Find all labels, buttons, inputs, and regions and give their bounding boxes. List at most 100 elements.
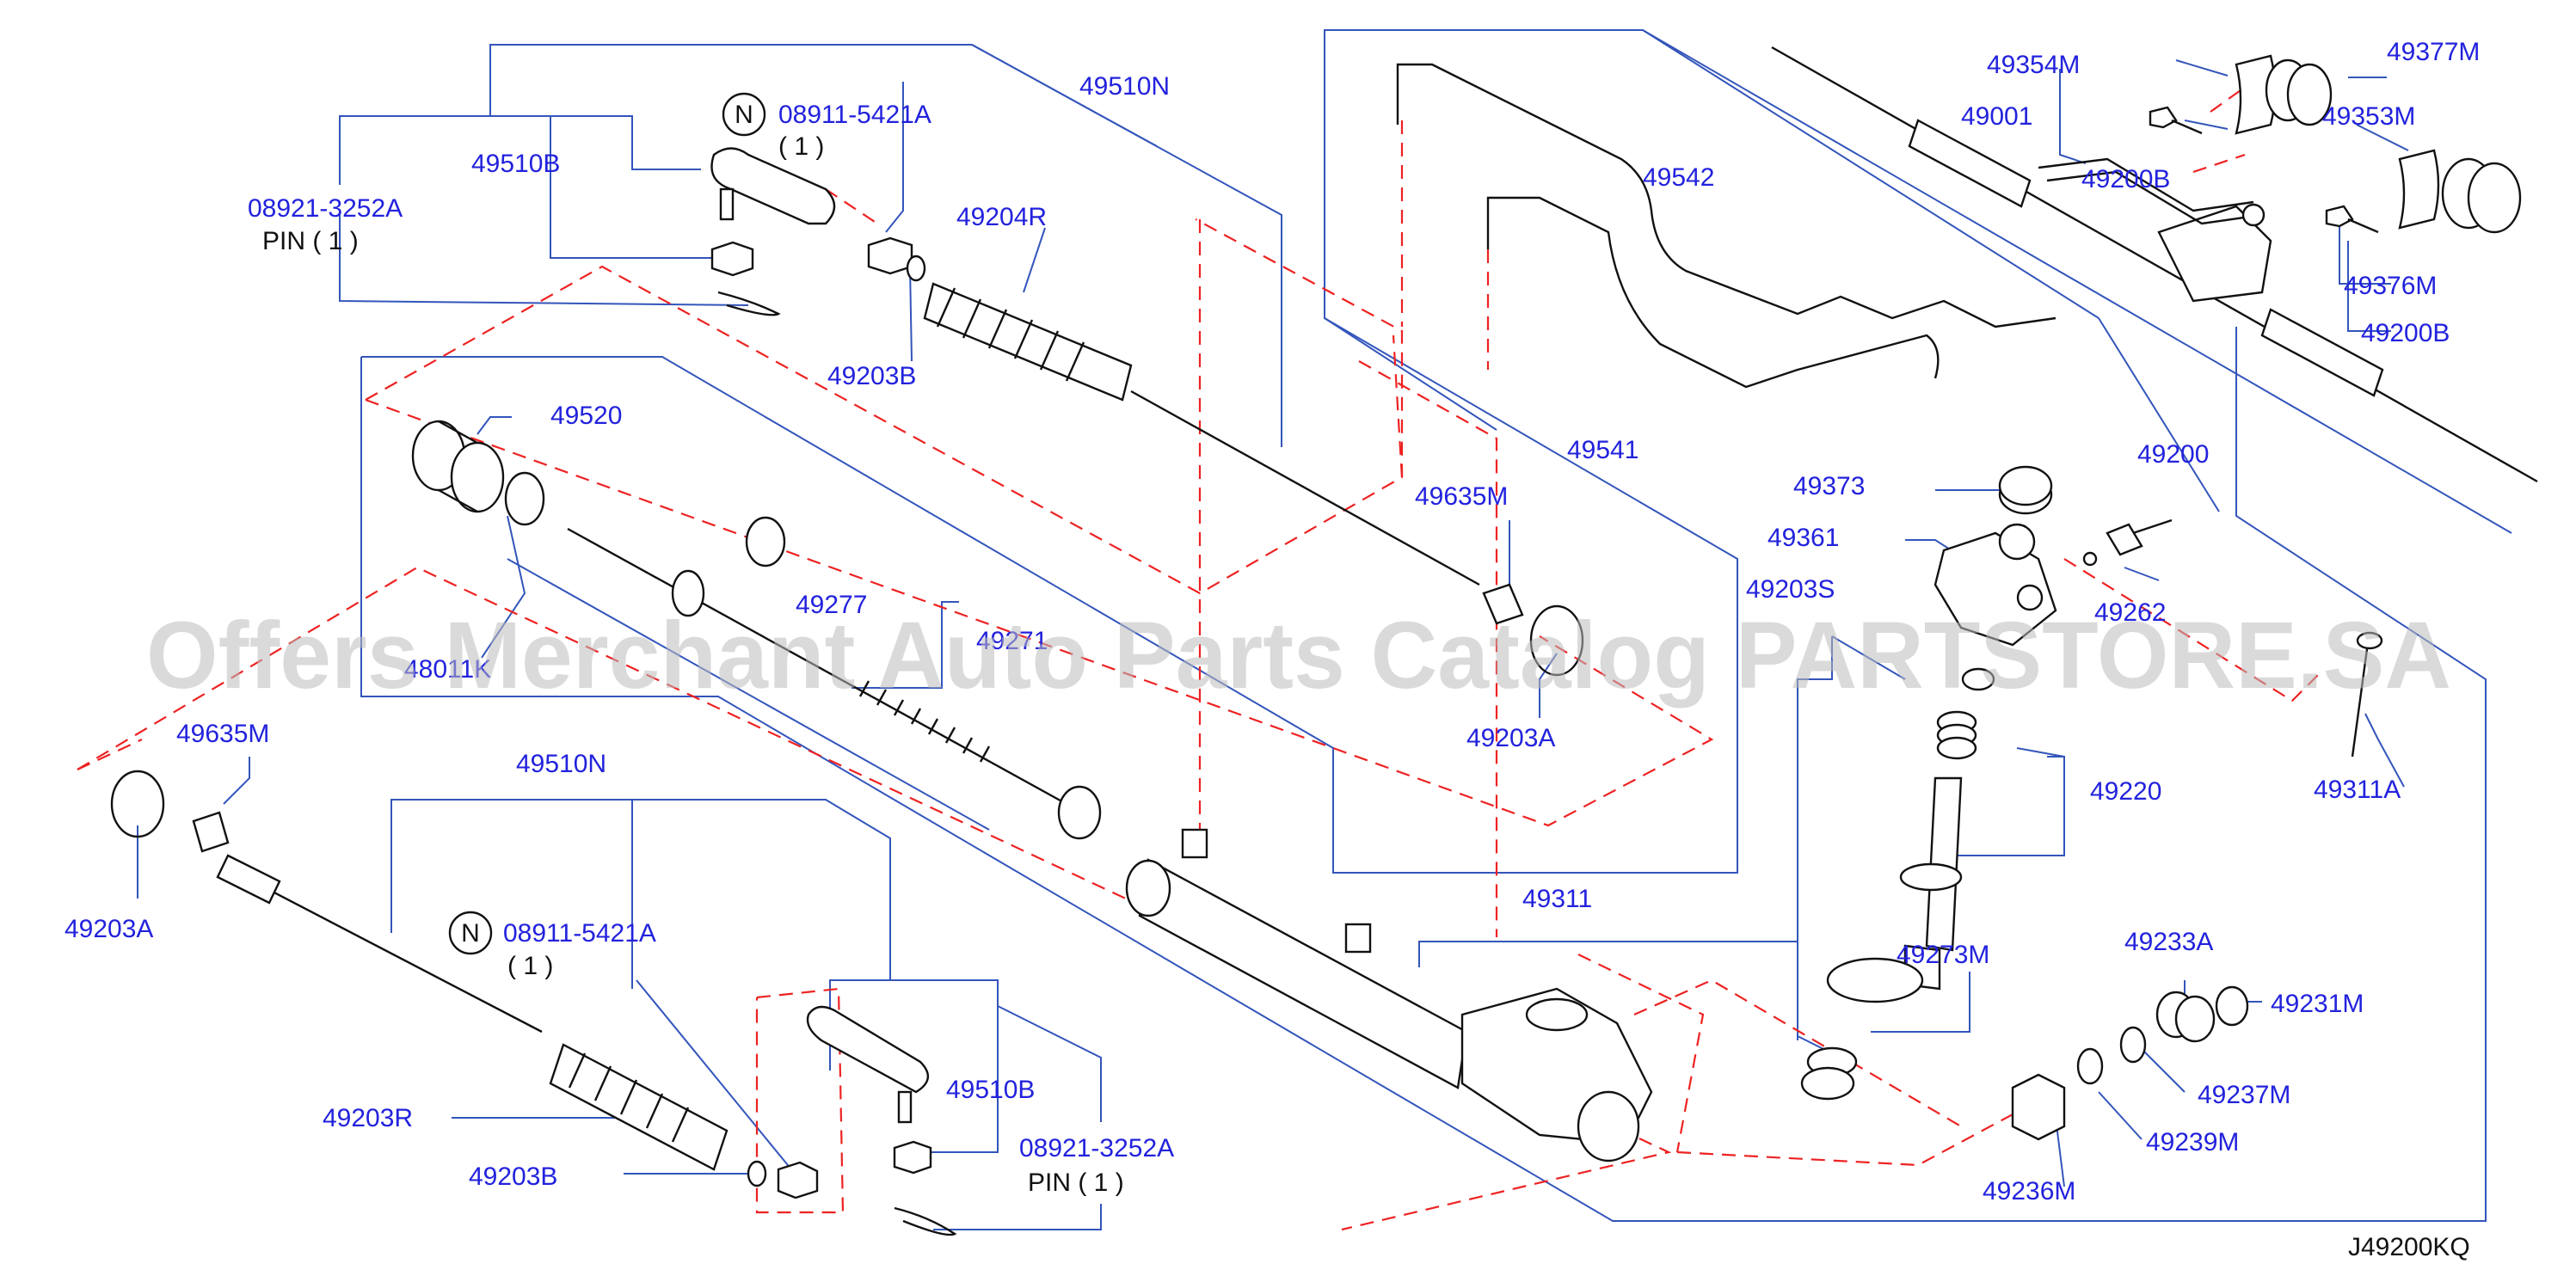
leader [997, 1005, 1102, 1122]
svg-text:N: N [461, 919, 480, 948]
rack-assembly-49001 [1771, 46, 2538, 483]
seal-49271 [1057, 785, 1102, 840]
union-bolt-49262 [2082, 518, 2173, 567]
seal-49203S [1961, 667, 1995, 691]
adjuster-49311A [2351, 631, 2383, 758]
cotter-pin-top [717, 291, 781, 316]
n-symbol-top: N [722, 92, 766, 137]
leader [2347, 241, 2391, 332]
dashed-guide [365, 398, 1714, 827]
dashed-guide [825, 188, 878, 224]
label-49541: 49541 [1567, 436, 1638, 464]
label-49361: 49361 [1768, 524, 1839, 552]
label-49354M: 49354M [1987, 51, 2080, 79]
label-49373: 49373 [1793, 472, 1865, 500]
clip-49203A-mid [1529, 604, 1584, 677]
nut-top [710, 241, 754, 277]
seal-rings-49220 [1936, 710, 1977, 760]
dashed-guide [1392, 334, 1404, 478]
label-qty-top: ( 1 ) [778, 132, 824, 161]
label-49311A: 49311A [2314, 776, 2401, 804]
pinion-shaft [1899, 776, 1963, 991]
sleeve-49236M [2011, 1073, 2066, 1141]
label-08921-bottom: 08921-3252A [1019, 1134, 1174, 1163]
label-pin-top: PIN ( 1 ) [262, 227, 359, 255]
leader [1935, 756, 2065, 856]
clip-49203A-left [110, 770, 165, 838]
leader [1831, 635, 1906, 680]
label-49203A-left: 49203A [65, 915, 153, 943]
bushing-49376M [2441, 157, 2522, 234]
gear-housing-49311 [1125, 828, 1653, 1163]
leader [1642, 29, 2100, 319]
label-49311: 49311 [1522, 885, 1592, 913]
leader [636, 979, 792, 1170]
leader [851, 601, 959, 689]
frame-rack [361, 29, 2512, 874]
ring-top [906, 255, 926, 282]
leader [1871, 972, 1970, 1033]
rack-bar [567, 527, 1067, 806]
leader [2184, 120, 2229, 130]
label-49635M-left: 49635M [176, 720, 269, 748]
label-49203R: 49203R [323, 1104, 413, 1132]
leader [971, 44, 1158, 147]
valve-housing-49361 [1934, 523, 2057, 647]
label-49200B-top: 49200B [2081, 165, 2170, 193]
dashed-guide [77, 566, 1672, 1231]
frame-housing-left [360, 327, 2487, 1222]
label-49220: 49220 [2090, 777, 2161, 806]
label-49200: 49200 [2137, 440, 2209, 469]
frame-49510N-bottom [390, 799, 891, 980]
label-49353M: 49353M [2322, 102, 2415, 131]
tie-rod-bottom [216, 854, 543, 1034]
leader [933, 1204, 1102, 1230]
label-49204R: 49204R [956, 203, 1047, 231]
dashed-guide [1358, 360, 1498, 937]
label-49239M: 49239M [2146, 1128, 2239, 1156]
leader [339, 215, 749, 306]
label-49510N-top: 49510N [1079, 72, 1170, 101]
dashed-guide [1633, 978, 1962, 1127]
leader [885, 82, 904, 233]
label-49277: 49277 [796, 591, 867, 619]
bolt-49231M [2215, 985, 2249, 1027]
leader [2098, 1091, 2143, 1140]
label-49273M: 49273M [1897, 941, 1989, 969]
label-49001: 49001 [1961, 102, 2032, 131]
nut-49203B-top [867, 236, 913, 275]
leader [481, 515, 526, 659]
leader [507, 558, 990, 831]
label-08921-top: 08921-3252A [248, 194, 403, 223]
ring-49239M [2076, 1047, 2104, 1085]
label-49203S: 49203S [1746, 575, 1835, 604]
label-49510N-bottom: 49510N [516, 750, 606, 778]
nut-bottom [893, 1140, 932, 1175]
leader [1539, 653, 1558, 718]
lock-plate-left [192, 811, 230, 853]
leader [550, 116, 714, 259]
seal-bottom [1800, 1066, 1855, 1101]
diagram-reference-code: J49200KQ [2348, 1233, 2470, 1261]
cotter-pin-bottom [894, 1206, 957, 1236]
nut-49203B-bottom [777, 1161, 819, 1199]
leader [1324, 317, 1497, 431]
valve-49373 [1998, 465, 2053, 515]
dashed-guide [2210, 68, 2272, 113]
leader [1023, 227, 1046, 293]
leader [476, 416, 512, 435]
boot-49203R [549, 1043, 729, 1171]
leader [2356, 124, 2409, 151]
label-08911-top: 08911-5421A [778, 101, 931, 129]
label-49203B-bottom: 49203B [469, 1163, 557, 1191]
seal-49277 [745, 516, 786, 567]
dashed-guide [1676, 1100, 2039, 1167]
leader [2098, 317, 2220, 512]
tie-rod-top [1130, 390, 1480, 586]
tie-rod-end-bottom [806, 1005, 929, 1124]
leader [2124, 567, 2160, 581]
leader [223, 757, 250, 805]
label-08911-bottom: 08911-5421A [503, 919, 656, 948]
label-49231M: 49231M [2271, 990, 2364, 1018]
